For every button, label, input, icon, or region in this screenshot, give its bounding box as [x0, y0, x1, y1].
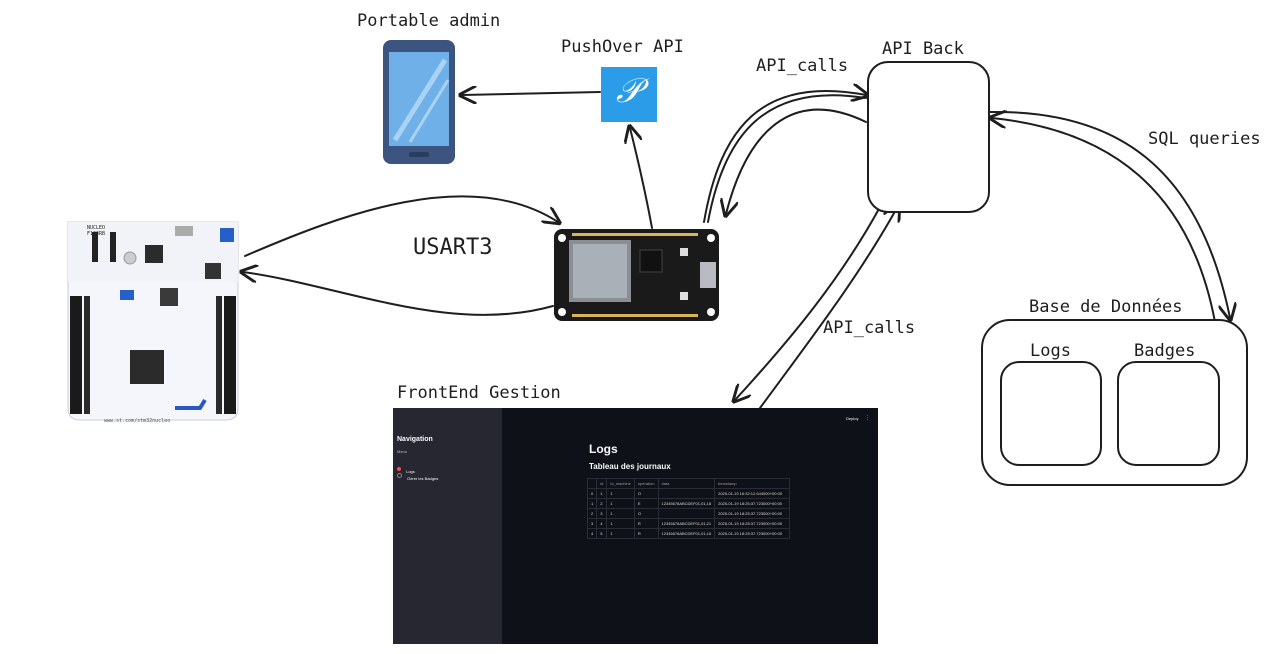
database-box [981, 319, 1248, 486]
table-cell: 4 [586, 528, 598, 539]
arrow-api-to-esp [726, 108, 867, 214]
table-cell: 5 [596, 528, 608, 539]
table-cell: 2 [586, 508, 598, 519]
api-back-box [867, 61, 990, 213]
table-cell: R [633, 528, 659, 539]
arrow-nucleo-to-esp [244, 195, 558, 257]
arrow-api-to-frontend [735, 206, 881, 400]
table-cell: 12345678ABCDEF01,01,18 [657, 498, 716, 509]
badges-table-box [1117, 361, 1220, 466]
table-cell: E [633, 498, 659, 509]
pushover-logo [601, 67, 657, 122]
arrow-db-to-api [992, 118, 1216, 323]
deploy-button[interactable]: Deploy [846, 416, 859, 421]
table-cell: 1 [606, 488, 635, 499]
nav-menu-label: Menu [397, 449, 408, 454]
table-cell: O [633, 508, 659, 519]
table-cell: 2025-01-19 18:25:37.723000+00:00 [714, 518, 791, 529]
table-cell: 3 [586, 518, 598, 529]
column-header: operation [633, 478, 659, 489]
pushover-api-label: PushOver API [561, 37, 684, 57]
table-row: 3 4 1 R 12345678ABCDEF01,01,21 2025-01-1… [586, 518, 791, 529]
arrow-esp-to-api [703, 91, 866, 223]
logs-box-label: Logs [1030, 341, 1071, 361]
arrow-esp-to-pushover [630, 128, 653, 229]
frontend-sidebar [393, 408, 502, 644]
esp32-board [554, 229, 719, 321]
table-cell: 2025-01-19 18:25:37.723000+00:00 [714, 528, 791, 539]
usart3-label: USART3 [413, 235, 493, 260]
frontend-gestion-label: FrontEnd Gestion [397, 383, 561, 403]
table-cell [657, 508, 716, 519]
api-calls-bottom-label: API_calls [823, 318, 916, 338]
table-header-row: id id_machine operation data timestamp [586, 478, 791, 489]
table-cell: 3 [596, 508, 608, 519]
column-header: id [596, 478, 608, 489]
nucleo-label: NUCLEO [87, 225, 106, 231]
logs-table: id id_machine operation data timestamp 0… [586, 478, 791, 539]
table-cell: 2025-01-19 16:32:12.644000+00:00 [714, 488, 791, 499]
radio-selected-icon [397, 466, 401, 471]
badges-box-label: Badges [1134, 341, 1196, 361]
table-cell: 12345678ABCDEF01,01,21 [657, 518, 716, 529]
table-cell: 0 [586, 488, 598, 499]
table-cell: 2 [596, 498, 608, 509]
phone-icon [383, 40, 455, 164]
api-calls-top-label: API_calls [756, 56, 849, 76]
table-row: 0 1 1 O 2025-01-19 16:32:12.644000+00:00 [586, 488, 791, 499]
nav-item-logs[interactable]: Logs [397, 458, 415, 477]
pushover-p-glyph: 𝒫 [616, 71, 641, 111]
more-menu-icon[interactable]: ⋮ [865, 415, 870, 421]
table-cell: 2025-01-19 18:25:37.723000+00:00 [714, 498, 791, 509]
nucleo-board [67, 221, 239, 421]
portable-admin-label: Portable admin [357, 11, 501, 31]
page-subtitle: Tableau des journaux [589, 462, 671, 471]
base-de-donnees-label: Base de Données [1029, 297, 1183, 317]
nav-item-logs-label: Logs [406, 469, 415, 474]
table-row: 4 5 1 R 12345678ABCDEF01,01,18 2025-01-1… [586, 528, 791, 539]
nav-item-badges[interactable]: Gérer les Badges [397, 465, 438, 484]
column-header [586, 478, 598, 489]
table-cell: 1 [606, 498, 635, 509]
arrow-api-to-db [989, 110, 1230, 318]
api-back-label: API Back [882, 39, 964, 59]
table-row: 1 2 1 E 12345678ABCDEF01,01,18 2025-01-1… [586, 498, 791, 509]
table-cell: R [633, 518, 659, 529]
table-cell: 1 [586, 498, 598, 509]
radio-unselected-icon [397, 473, 402, 478]
table-cell: 2025-01-19 18:25:37.723000+00:00 [714, 508, 791, 519]
frontend-screenshot: Navigation Menu Logs Gérer les Badges De… [393, 408, 878, 644]
table-cell: 12345678ABCDEF01,01,18 [657, 528, 716, 539]
column-header: timestamp [714, 478, 791, 489]
table-cell [657, 488, 716, 499]
table-cell: 1 [596, 488, 608, 499]
column-header: data [657, 478, 716, 489]
nav-title: Navigation [397, 436, 433, 443]
table-cell: 1 [606, 508, 635, 519]
nucleo-model-label: F103RB [87, 231, 106, 237]
nucleo-url-label: www.st.com/stm32nucleo [104, 418, 171, 424]
arrow-esp-to-nucleo [243, 272, 554, 316]
table-cell: O [633, 488, 659, 499]
arrow-pushover-to-phone [462, 92, 601, 95]
table-row: 2 3 1 O 2025-01-19 18:25:37.723000+00:00 [586, 508, 791, 519]
nav-item-badges-label: Gérer les Badges [407, 476, 439, 481]
table-cell: 4 [596, 518, 608, 529]
column-header: id_machine [606, 478, 635, 489]
arrow-frontend-to-api [759, 206, 898, 409]
table-cell: 1 [606, 528, 635, 539]
table-cell: 1 [606, 518, 635, 529]
logs-table-box [1000, 361, 1102, 466]
sql-queries-label: SQL queries [1148, 129, 1261, 149]
page-title: Logs [589, 442, 618, 456]
